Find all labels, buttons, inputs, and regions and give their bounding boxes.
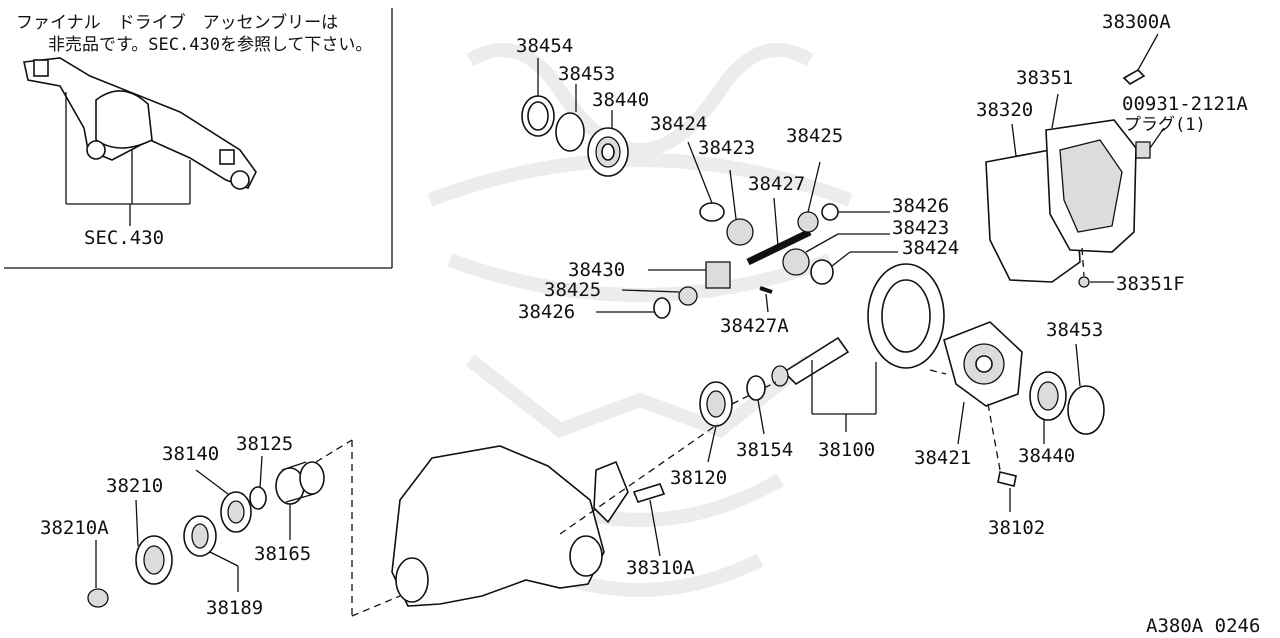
pinion-gear-38423-a [726, 169, 754, 246]
nut-38210A [87, 540, 109, 608]
label-38426-a: 38426 [892, 195, 949, 217]
bolt-38310A [632, 483, 666, 557]
sec-430-label: SEC.430 [84, 227, 164, 249]
label-38440-top: 38440 [592, 89, 649, 111]
label-38300A: 38300A [1102, 11, 1171, 33]
label-38102: 38102 [988, 517, 1045, 539]
bearing-38440-right [1029, 371, 1067, 444]
plug-00931-2121A [1135, 127, 1165, 159]
label-38351F: 38351F [1116, 273, 1185, 295]
collapsible-spacer-38165 [275, 461, 325, 540]
label-38100: 38100 [818, 439, 875, 461]
label-38440-right: 38440 [1018, 445, 1075, 467]
label-38351: 38351 [1016, 67, 1073, 89]
side-gear-38425-a [797, 161, 821, 233]
bearing-38440-top [587, 110, 629, 177]
thrust-washer-38426-b [596, 297, 671, 319]
washer-38424-a [687, 141, 725, 222]
label-38453-right: 38453 [1046, 319, 1103, 341]
side-gear-38425-b [621, 286, 698, 306]
label-38320: 38320 [976, 99, 1033, 121]
pinion-gear-38423-b [782, 233, 890, 276]
label-38424-b: 38424 [902, 237, 959, 259]
label-38310A: 38310A [626, 557, 695, 579]
axle-assembly-drawing [23, 57, 257, 190]
label-38125: 38125 [236, 433, 293, 455]
part-number-labels: 38454 38453 38440 38424 38423 38425 3842… [40, 11, 1260, 637]
label-38421: 38421 [914, 447, 971, 469]
inset-note-line-2: 非売品です。SEC.430を参照して下さい。 [48, 35, 372, 55]
thrust-block-38430 [648, 261, 731, 289]
label-38140: 38140 [162, 443, 219, 465]
flange-38210 [135, 499, 173, 585]
figure-code: A380A 0246 [1146, 615, 1260, 637]
rear-cover-38351 [1045, 93, 1137, 253]
shim-38453 [555, 84, 585, 152]
washer-38424-b [810, 251, 898, 285]
label-38189: 38189 [206, 597, 263, 619]
diff-case-38421 [929, 321, 1023, 471]
label-38454: 38454 [516, 35, 573, 57]
label-38424-a: 38424 [650, 113, 707, 135]
oil-seal-38189 [183, 515, 239, 592]
label-38210A: 38210A [40, 517, 109, 539]
seal-38454 [521, 58, 555, 137]
label-38427: 38427 [748, 173, 805, 195]
shim-38453-right [1067, 343, 1105, 435]
bearing-38140 [195, 469, 252, 533]
lock-pin-38427A [759, 286, 773, 313]
ring-gear-38100 [771, 263, 945, 432]
label-38120: 38120 [670, 467, 727, 489]
breather-38351F [1078, 247, 1114, 288]
inset-note-line-1: ファイナル ドライブ アッセンブリーは [16, 12, 338, 33]
label-38165: 38165 [254, 543, 311, 565]
label-38426-b: 38426 [518, 301, 575, 323]
label-38425-b: 38425 [544, 279, 601, 301]
thrust-washer-38426-a [821, 203, 890, 221]
label-38423-b: 38423 [892, 217, 949, 239]
label-38427A: 38427A [720, 315, 789, 337]
bolt-38102 [997, 471, 1017, 512]
carrier-housing [315, 423, 719, 617]
washer-38125 [249, 455, 267, 510]
label-38154: 38154 [736, 439, 793, 461]
label-38453-top: 38453 [558, 63, 615, 85]
label-00931-2121A: 00931-2121A [1122, 93, 1248, 115]
inset-box: ファイナル ドライブ アッセンブリーは 非売品です。SEC.430を参照して下さ… [4, 8, 393, 269]
label-38425-a: 38425 [786, 125, 843, 147]
sec-430-leader [65, 92, 191, 226]
label-plug-note: プラグ(1) [1124, 115, 1206, 135]
label-38430: 38430 [568, 259, 625, 281]
spacer-38154 [746, 375, 766, 435]
label-38423-a: 38423 [698, 137, 755, 159]
bolt-38300A [1122, 33, 1159, 85]
pinion-shaft-38427 [746, 197, 812, 266]
label-38210: 38210 [106, 475, 163, 497]
